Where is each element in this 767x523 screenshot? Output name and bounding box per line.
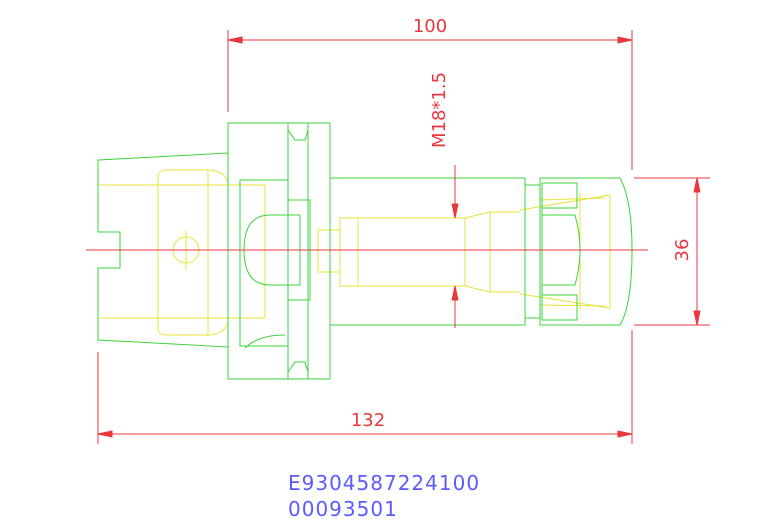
inner-geometry (98, 169, 611, 336)
dim-diameter: 36 (672, 239, 693, 262)
dim-overall-length: 132 (351, 410, 385, 431)
part-code-line1: E9304587224100 (288, 471, 480, 495)
dim-top-length: 100 (413, 16, 447, 37)
dimensions (86, 30, 710, 444)
part-code-line2: 00093501 (288, 497, 398, 521)
body-outline (97, 122, 633, 380)
dim-thread: M18*1.5 (429, 72, 450, 148)
